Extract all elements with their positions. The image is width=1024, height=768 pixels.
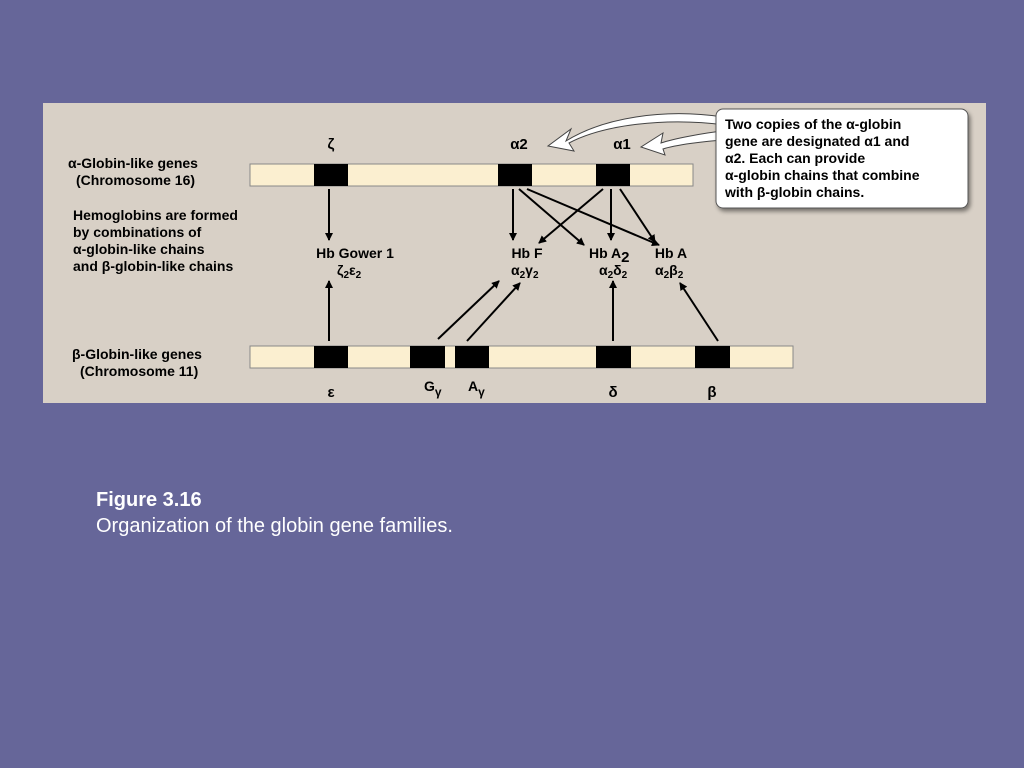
figure-caption: Figure 3.16 Organization of the globin g… bbox=[96, 487, 453, 539]
globin-diagram: α-Globin-like genes (Chromosome 16) ζ α2… bbox=[68, 108, 969, 401]
gene-beta bbox=[695, 346, 730, 368]
hb-gower1-name: Hb Gower 1 bbox=[316, 245, 394, 261]
hb-a-chains: α2β2 bbox=[655, 262, 684, 281]
beta-arrows bbox=[325, 280, 719, 342]
hb-f-name: Hb F bbox=[511, 245, 543, 261]
hb-a2-chains: α2δ2 bbox=[599, 262, 628, 281]
hemoglobins-note: Hemoglobins are formed by combinations o… bbox=[73, 207, 242, 274]
callout-text: Two copies of the α-globin gene are desi… bbox=[724, 116, 923, 200]
gene-label-alpha1: α1 bbox=[613, 136, 631, 153]
arrow-alpha1-hbf bbox=[538, 188, 604, 244]
gene-label-beta: β bbox=[707, 384, 716, 401]
gene-zeta bbox=[314, 164, 348, 186]
gene-label-alpha2: α2 bbox=[510, 136, 528, 153]
arrow-g-gamma-hbf bbox=[437, 280, 500, 340]
beta-cluster-chromosome: (Chromosome 11) bbox=[80, 363, 198, 379]
gene-label-zeta: ζ bbox=[328, 136, 335, 153]
gene-g-gamma bbox=[410, 346, 445, 368]
gene-delta bbox=[596, 346, 631, 368]
beta-chromosome-bar bbox=[249, 345, 794, 369]
gene-epsilon bbox=[314, 346, 348, 368]
arrow-alpha2-hba bbox=[526, 188, 660, 246]
arrow-a-gamma-hbf bbox=[466, 282, 521, 342]
alpha-cluster-label: α-Globin-like genes bbox=[68, 155, 198, 171]
callout-arrow-to-alpha2 bbox=[546, 113, 726, 152]
gene-label-delta: δ bbox=[608, 384, 617, 401]
callout-box: Two copies of the α-globin gene are desi… bbox=[715, 108, 969, 209]
beta-cluster-label: β-Globin-like genes bbox=[72, 346, 202, 362]
hb-a-name: Hb A bbox=[655, 245, 687, 261]
alpha-arrows bbox=[325, 188, 660, 246]
gene-a-gamma bbox=[455, 346, 489, 368]
callout-arrows bbox=[546, 113, 726, 156]
gene-label-g-gamma: Gγ bbox=[424, 378, 442, 399]
gene-label-a-gamma: Aγ bbox=[468, 378, 485, 399]
hb-gower1-chains: ζ2ε2 bbox=[337, 262, 362, 281]
arrow-alpha2-hba2 bbox=[518, 188, 585, 246]
callout-arrow-to-alpha1 bbox=[639, 130, 726, 156]
hb-f-chains: α2γ2 bbox=[511, 262, 539, 281]
gene-label-epsilon: ε bbox=[327, 384, 334, 401]
gene-alpha1 bbox=[596, 164, 630, 186]
alpha-chromosome-bar bbox=[249, 163, 694, 187]
arrow-beta-hba bbox=[679, 282, 719, 342]
globin-figure-panel: α-Globin-like genes (Chromosome 16) ζ α2… bbox=[43, 103, 986, 403]
figure-caption-title: Figure 3.16 bbox=[96, 489, 202, 511]
hb-a2-name: Hb A2 bbox=[589, 245, 630, 266]
figure-caption-text: Organization of the globin gene families… bbox=[96, 515, 453, 537]
gene-alpha2 bbox=[498, 164, 532, 186]
arrow-alpha1-hba bbox=[619, 188, 656, 243]
alpha-cluster-chromosome: (Chromosome 16) bbox=[76, 172, 195, 188]
